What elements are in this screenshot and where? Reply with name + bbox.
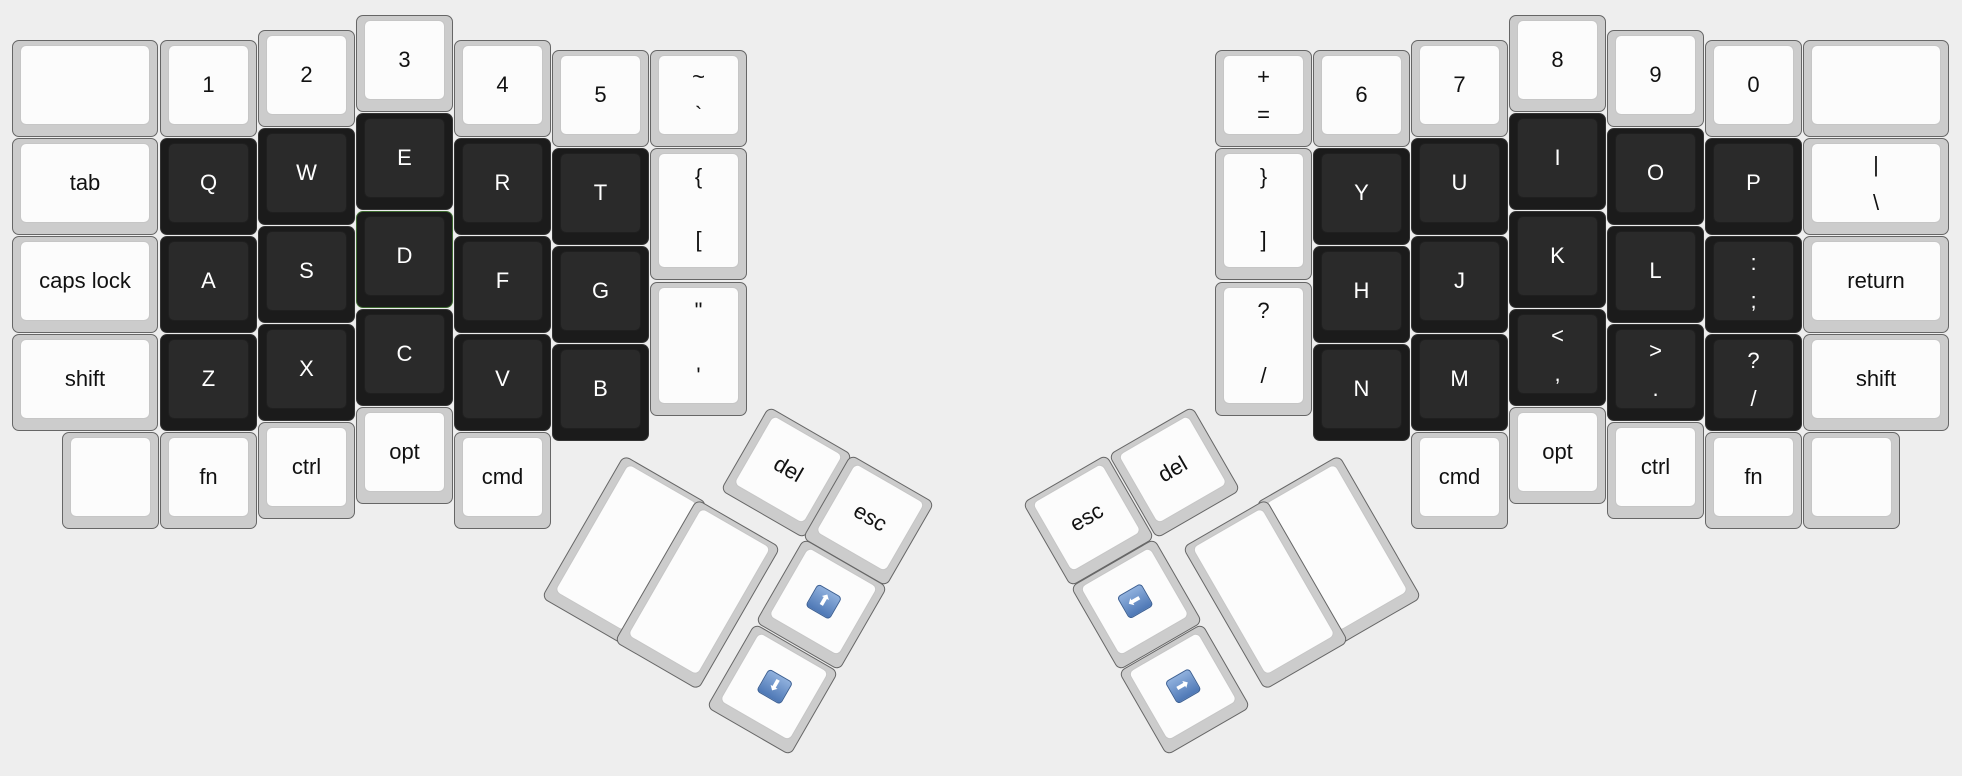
- key-j[interactable]: J: [1411, 236, 1508, 333]
- key-0[interactable]: 0: [1705, 40, 1802, 137]
- key-u[interactable]: U: [1411, 138, 1508, 235]
- key-5[interactable]: 5: [552, 50, 649, 147]
- key-right-question-shift-label: ?: [1257, 298, 1270, 323]
- key-f[interactable]: F: [454, 236, 551, 333]
- arrow-down-icon: ⬇: [755, 668, 793, 705]
- key-right-shift[interactable]: shift: [1803, 334, 1949, 431]
- key-tab[interactable]: tab: [12, 138, 158, 235]
- key-right-fn[interactable]: fn: [1705, 432, 1802, 529]
- key-pipe-shift-label: |: [1873, 152, 1879, 177]
- key-right-cmd[interactable]: cmd: [1411, 432, 1508, 529]
- key-period[interactable]: > .: [1607, 324, 1704, 421]
- key-pipe[interactable]: | \: [1803, 138, 1949, 235]
- key-b[interactable]: B: [552, 344, 649, 441]
- key-w[interactable]: W: [258, 128, 355, 225]
- key-n[interactable]: N: [1313, 344, 1410, 441]
- key-k[interactable]: K: [1509, 211, 1606, 308]
- key-left-shift[interactable]: shift: [12, 334, 158, 431]
- key-c[interactable]: C: [356, 309, 453, 406]
- key-right-ctrl[interactable]: ctrl: [1607, 422, 1704, 519]
- key-left-opt[interactable]: opt: [356, 407, 453, 504]
- key-o[interactable]: O: [1607, 128, 1704, 225]
- key-s[interactable]: S: [258, 226, 355, 323]
- key-comma-shift-label: <: [1551, 323, 1564, 348]
- key-caps-lock[interactable]: caps lock: [12, 236, 158, 333]
- key-left-blank-top[interactable]: [12, 40, 158, 137]
- key-left-bracket[interactable]: { [: [650, 148, 747, 280]
- key-tilde-shift-label: ~: [692, 64, 705, 89]
- key-l[interactable]: L: [1607, 226, 1704, 323]
- key-left-ctrl[interactable]: ctrl: [258, 422, 355, 519]
- key-a[interactable]: A: [160, 236, 257, 333]
- key-h[interactable]: H: [1313, 246, 1410, 343]
- key-colon-shift-label: :: [1750, 250, 1757, 275]
- key-plus[interactable]: + =: [1215, 50, 1312, 147]
- key-comma-base-label: ,: [1554, 361, 1561, 386]
- key-v[interactable]: V: [454, 334, 551, 431]
- key-3[interactable]: 3: [356, 15, 453, 112]
- key-right-brace-base-label: ]: [1260, 227, 1267, 252]
- key-quote-shift-label: ": [694, 298, 703, 323]
- key-m[interactable]: M: [1411, 334, 1508, 431]
- key-6[interactable]: 6: [1313, 50, 1410, 147]
- key-comma[interactable]: < ,: [1509, 309, 1606, 406]
- key-7[interactable]: 7: [1411, 40, 1508, 137]
- key-left-cmd[interactable]: cmd: [454, 432, 551, 529]
- key-slash-base-label: /: [1750, 386, 1757, 411]
- key-right-opt[interactable]: opt: [1509, 407, 1606, 504]
- key-q[interactable]: Q: [160, 138, 257, 235]
- key-left-blank-bottom[interactable]: [62, 432, 159, 529]
- key-2[interactable]: 2: [258, 30, 355, 127]
- key-right-blank-top[interactable]: [1803, 40, 1949, 137]
- key-right-question-base-label: /: [1260, 363, 1267, 388]
- key-right-blank-bottom[interactable]: [1803, 432, 1900, 529]
- arrow-right-icon: ➡: [1164, 668, 1202, 705]
- key-g[interactable]: G: [552, 246, 649, 343]
- key-y[interactable]: Y: [1313, 148, 1410, 245]
- key-return[interactable]: return: [1803, 236, 1949, 333]
- key-e[interactable]: E: [356, 113, 453, 210]
- key-left-bracket-shift-label: {: [694, 164, 703, 189]
- key-colon-base-label: ;: [1750, 288, 1757, 313]
- key-r[interactable]: R: [454, 138, 551, 235]
- key-plus-base-label: =: [1257, 102, 1270, 127]
- key-slash-shift-label: ?: [1747, 348, 1760, 373]
- key-period-base-label: .: [1652, 376, 1659, 401]
- key-d[interactable]: D: [356, 211, 453, 308]
- key-z[interactable]: Z: [160, 334, 257, 431]
- key-pipe-base-label: \: [1872, 190, 1880, 215]
- key-9[interactable]: 9: [1607, 30, 1704, 127]
- key-plus-shift-label: +: [1257, 64, 1270, 89]
- key-t[interactable]: T: [552, 148, 649, 245]
- key-slash[interactable]: ? /: [1705, 334, 1802, 431]
- key-left-fn[interactable]: fn: [160, 432, 257, 529]
- key-quote-base-label: ': [696, 363, 701, 388]
- key-4[interactable]: 4: [454, 40, 551, 137]
- key-right-brace-shift-label: }: [1259, 164, 1268, 189]
- key-right-question[interactable]: ? /: [1215, 282, 1312, 416]
- arrow-left-icon: ⬅: [1116, 583, 1154, 620]
- key-x[interactable]: X: [258, 324, 355, 421]
- key-right-brace[interactable]: } ]: [1215, 148, 1312, 280]
- key-left-bracket-base-label: [: [695, 227, 702, 252]
- key-tilde-base-label: `: [694, 102, 703, 127]
- arrow-up-icon: ⬆: [804, 583, 842, 620]
- key-tilde[interactable]: ~ `: [650, 50, 747, 147]
- key-colon[interactable]: : ;: [1705, 236, 1802, 333]
- key-1[interactable]: 1: [160, 40, 257, 137]
- key-quote[interactable]: " ': [650, 282, 747, 416]
- key-period-shift-label: >: [1649, 338, 1662, 363]
- key-8[interactable]: 8: [1509, 15, 1606, 112]
- key-i[interactable]: I: [1509, 113, 1606, 210]
- key-p[interactable]: P: [1705, 138, 1802, 235]
